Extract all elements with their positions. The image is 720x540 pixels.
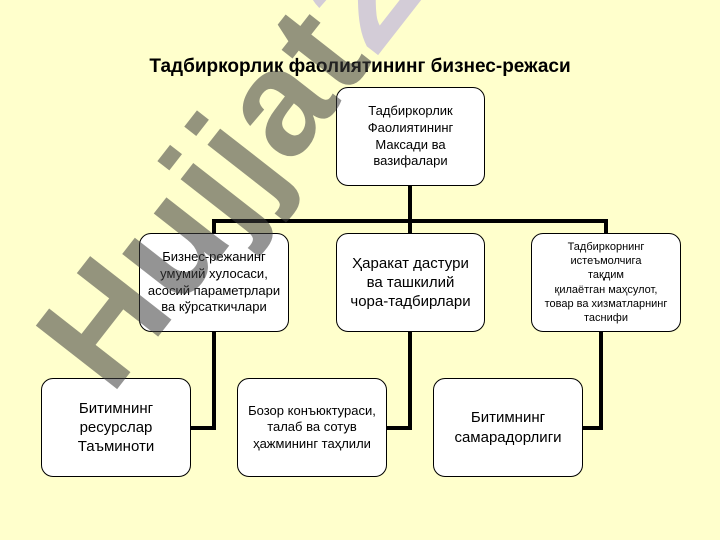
connector-mid2-bot2 <box>385 330 412 430</box>
diagram-title: Тадбиркорлик фаолиятининг бизнес-режаси <box>149 56 571 77</box>
box-deal-efficiency: Битимнинг самарадорлиги <box>433 378 583 477</box>
box-business-goals: Тадбиркорлик Фаолиятининг Максади ва ваз… <box>336 87 485 186</box>
box-plan-summary: Бизнес-режанинг умумий хулосаси, асосий … <box>139 233 289 332</box>
box-resource-provision: Битимнинг ресурслар Таъминоти <box>41 378 191 477</box>
box-market-analysis: Бозор конъюктураси, талаб ва сотув ҳажми… <box>237 378 387 477</box>
connector-mid1-bot1 <box>189 330 216 430</box>
box-product-description: Тадбиркорнинг истеъмолчига тақдим қилаёт… <box>531 233 681 332</box>
connector-mid3-bot3 <box>581 330 603 430</box>
box-action-program: Ҳаракат дастури ва ташкилий чора-тадбирл… <box>336 233 485 332</box>
